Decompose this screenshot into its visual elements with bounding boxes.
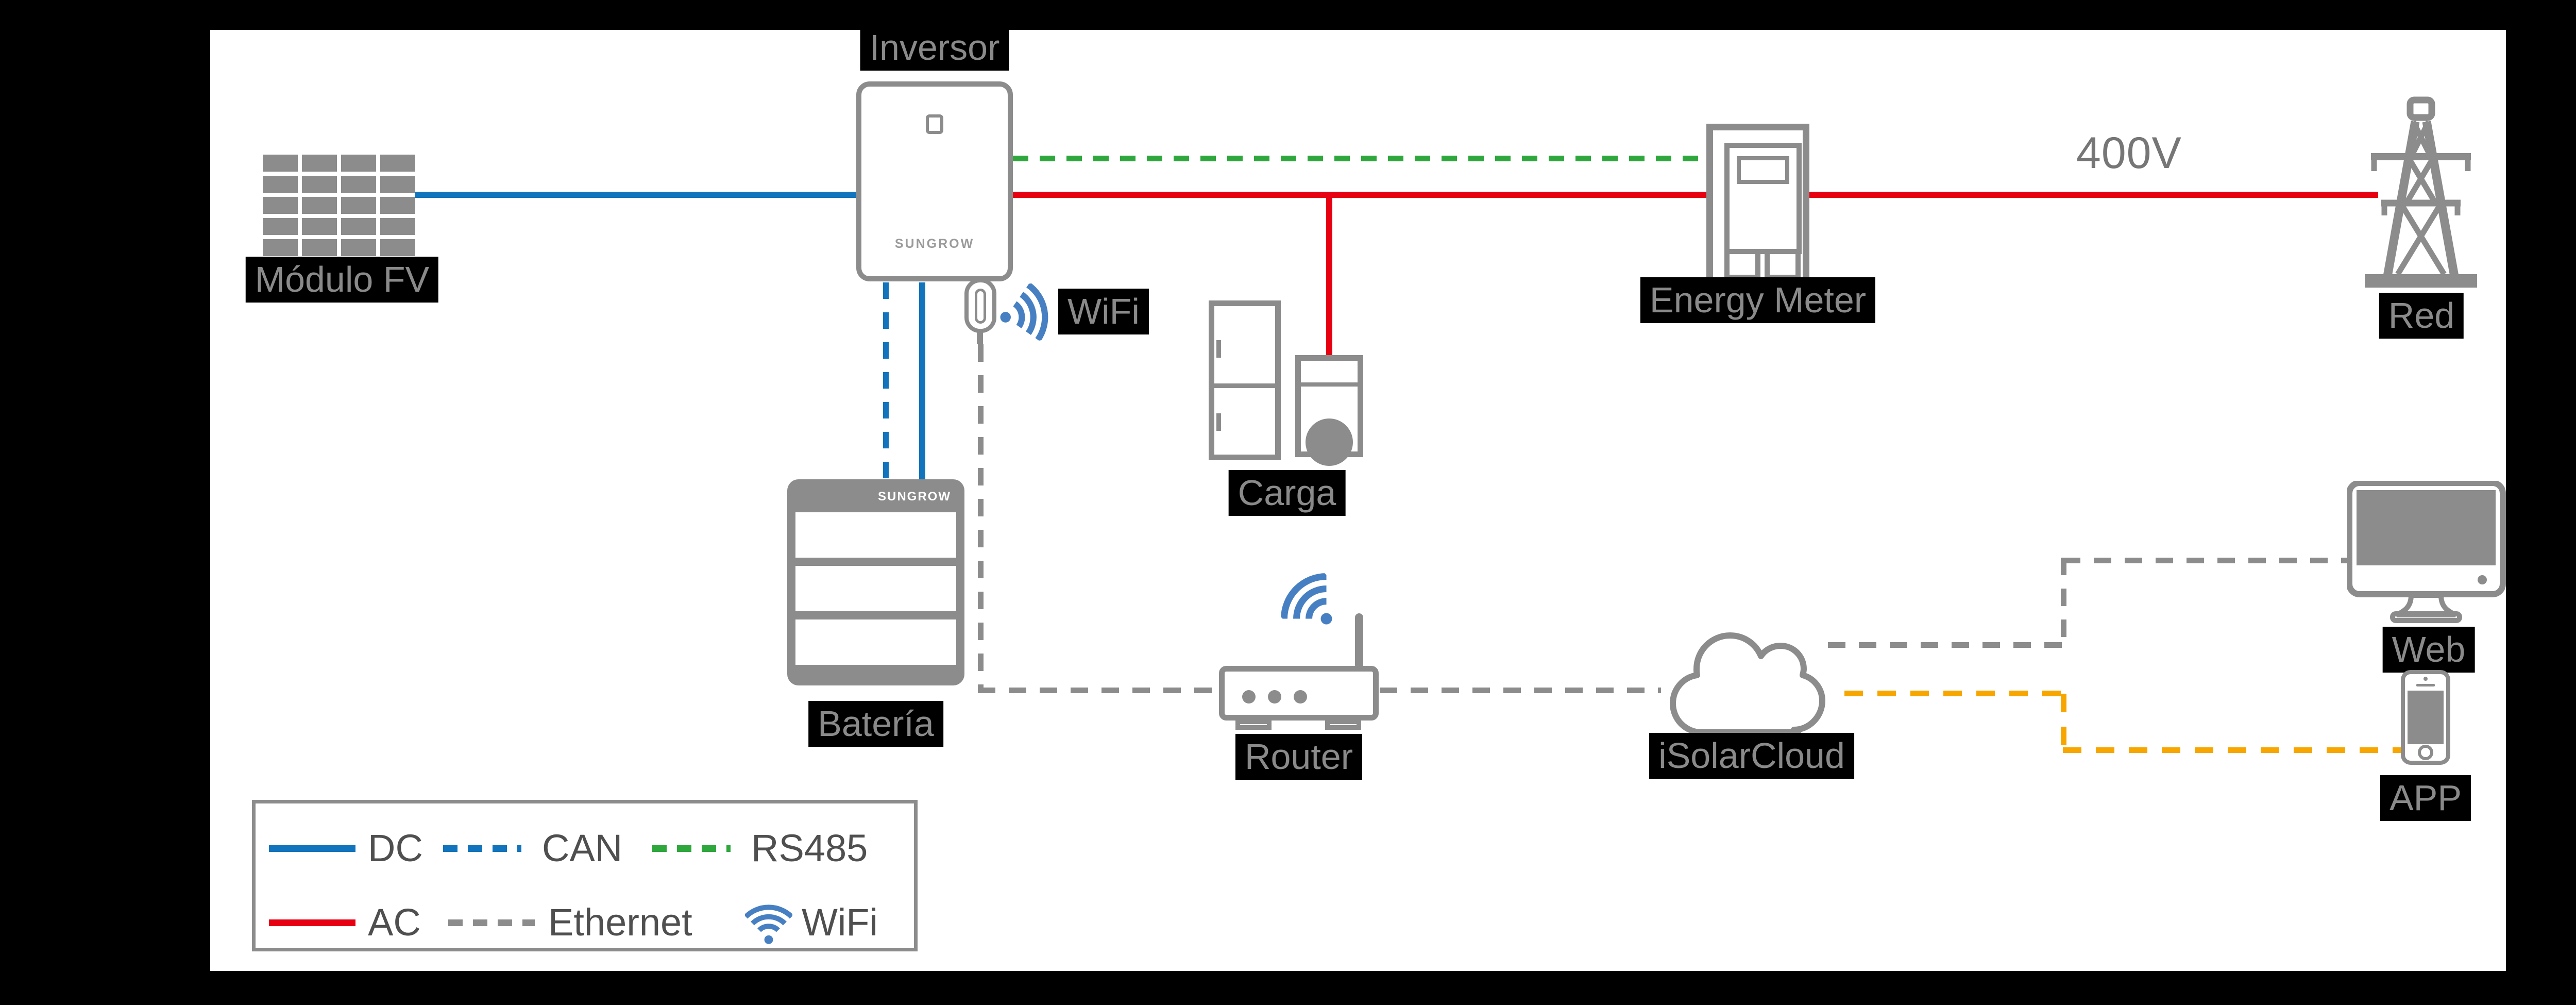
legend-label-rs485: RS485 — [751, 827, 868, 869]
legend-label-wifi: WiFi — [802, 901, 878, 944]
legend-swatch-ac — [269, 919, 355, 926]
legend-label-ac: AC — [368, 901, 421, 944]
energy-meter-label: Energy Meter — [1640, 277, 1876, 323]
dc-line-inverter-to-battery — [919, 282, 925, 479]
ethernet-line-cloud-out — [1828, 642, 2066, 648]
legend-label-can: CAN — [542, 827, 623, 869]
web-label: Web — [2382, 627, 2475, 673]
pv-module-icon — [263, 155, 415, 256]
legend-swatch-can — [443, 845, 521, 852]
legend-label-dc: DC — [368, 827, 423, 869]
fridge-icon — [1209, 300, 1281, 460]
router-wifi-icon — [1281, 573, 1332, 625]
wifi-label: WiFi — [1058, 289, 1149, 334]
web-monitor-icon — [2347, 481, 2506, 623]
can-line-inverter-to-battery — [883, 282, 889, 479]
cloud-label: iSolarCloud — [1649, 733, 1854, 779]
router-antenna-icon — [1355, 613, 1363, 669]
battery-label: Batería — [808, 701, 943, 747]
app-label: APP — [2380, 775, 2471, 821]
inverter-icon: SUNGROW — [856, 81, 1013, 281]
ac-branch-to-load — [1326, 196, 1332, 356]
inverter-led-icon — [926, 114, 943, 134]
app-line-drop — [2061, 694, 2066, 751]
legend-wifi-icon — [745, 904, 792, 944]
legend-label-ethernet: Ethernet — [548, 901, 692, 944]
router-foot — [1235, 719, 1272, 730]
router-label: Router — [1235, 734, 1363, 780]
ethernet-line-riser-web — [2061, 558, 2066, 646]
ethernet-line-router-to-cloud — [1380, 688, 1661, 693]
app-phone-icon — [2401, 670, 2450, 765]
voltage-text: 400V — [2076, 128, 2182, 178]
inverter-label: Inversor — [860, 25, 1009, 71]
app-line-cloud-out — [1844, 691, 2066, 696]
energy-meter-icon — [1706, 124, 1809, 286]
ethernet-line-to-router — [978, 688, 1219, 693]
battery-icon: SUNGROW — [787, 479, 964, 685]
inverter-brand: SUNGROW — [894, 237, 975, 251]
washing-machine-icon — [1295, 355, 1363, 466]
load-label: Carga — [1228, 470, 1346, 516]
dc-line-pv-to-inverter — [415, 192, 856, 198]
router-icon — [1219, 666, 1379, 721]
ethernet-line-vertical — [978, 344, 984, 692]
wifi-dongle-icon — [964, 278, 996, 333]
router-foot — [1325, 719, 1361, 730]
ethernet-line-to-web — [2063, 558, 2349, 563]
ac-line-inverter-to-grid — [1013, 192, 2378, 198]
grid-tower-icon — [2365, 96, 2477, 288]
legend-swatch-dc — [269, 845, 355, 852]
rs485-line-inverter-to-meter — [1013, 156, 1705, 161]
battery-brand: SUNGROW — [878, 490, 951, 504]
legend-swatch-rs485 — [652, 845, 731, 852]
legend-box — [252, 800, 918, 951]
cloud-icon — [1670, 632, 1825, 735]
wifi-dongle-stem — [977, 332, 983, 344]
app-line-to-phone — [2063, 747, 2402, 753]
legend-swatch-ethernet — [448, 919, 535, 926]
wifi-waves-icon — [1000, 282, 1048, 342]
grid-label: Red — [2379, 293, 2464, 339]
pv-module-label: Módulo FV — [245, 257, 439, 303]
